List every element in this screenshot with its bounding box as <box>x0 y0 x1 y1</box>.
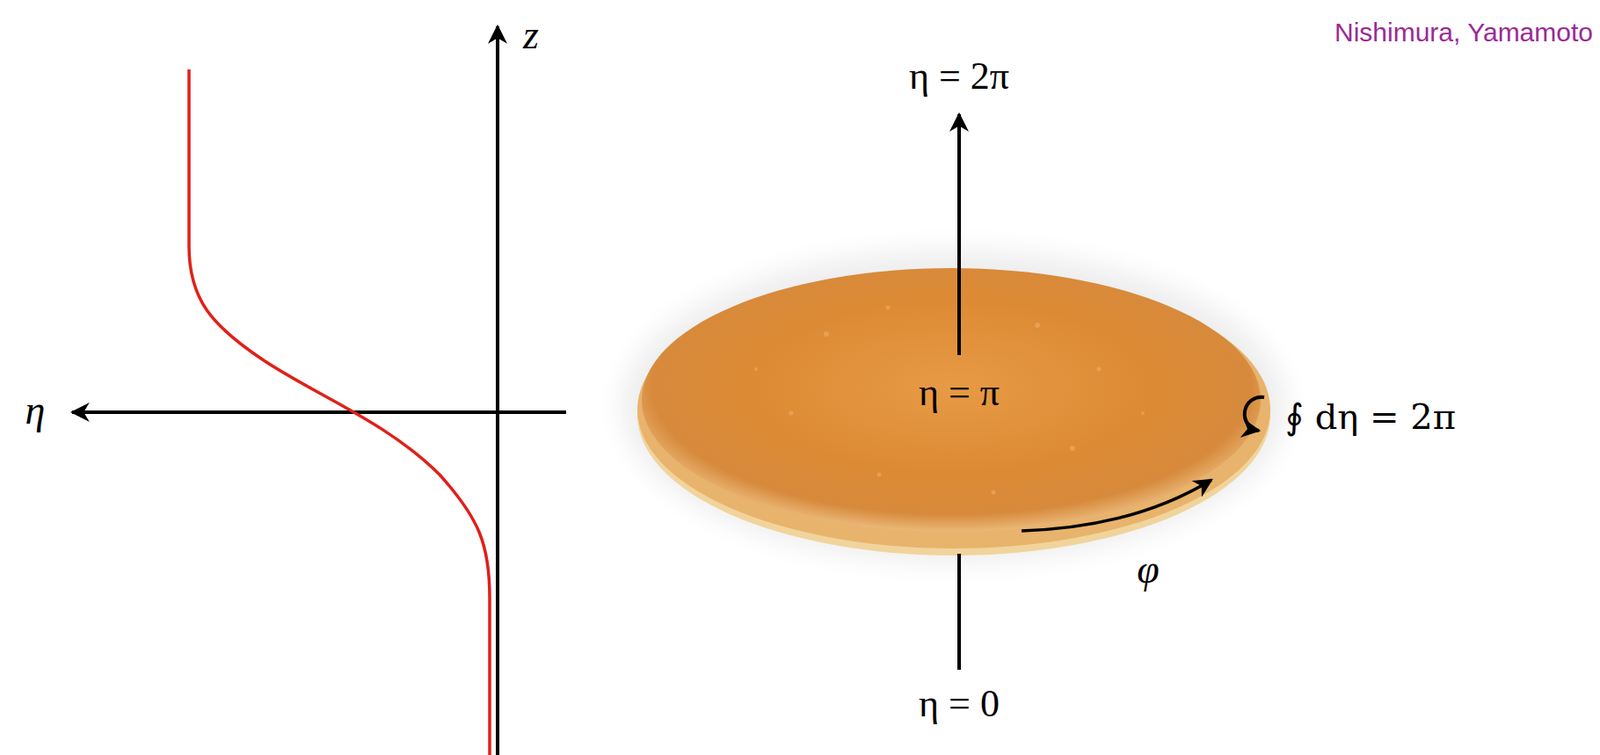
phi-arrow <box>1021 480 1212 531</box>
loop-arrow <box>1244 397 1265 431</box>
coordinate-label: η = 2π <box>909 55 1010 98</box>
author-credit: Nishimura, Yamamoto <box>1334 17 1593 47</box>
pancake <box>621 249 1287 563</box>
coordinate-label: η = π <box>918 371 1000 415</box>
coordinate-label: η = 0 <box>918 683 1000 726</box>
profile-curve <box>189 69 490 755</box>
axis-label: z <box>523 13 539 59</box>
eta-axis-lower <box>957 553 961 670</box>
integral-formula: ∮ dη = 2π <box>1285 397 1456 437</box>
axis-label: η <box>25 388 46 434</box>
eta-axis-upper <box>957 114 961 356</box>
axes <box>72 26 567 755</box>
angle-label: φ <box>1136 547 1159 593</box>
